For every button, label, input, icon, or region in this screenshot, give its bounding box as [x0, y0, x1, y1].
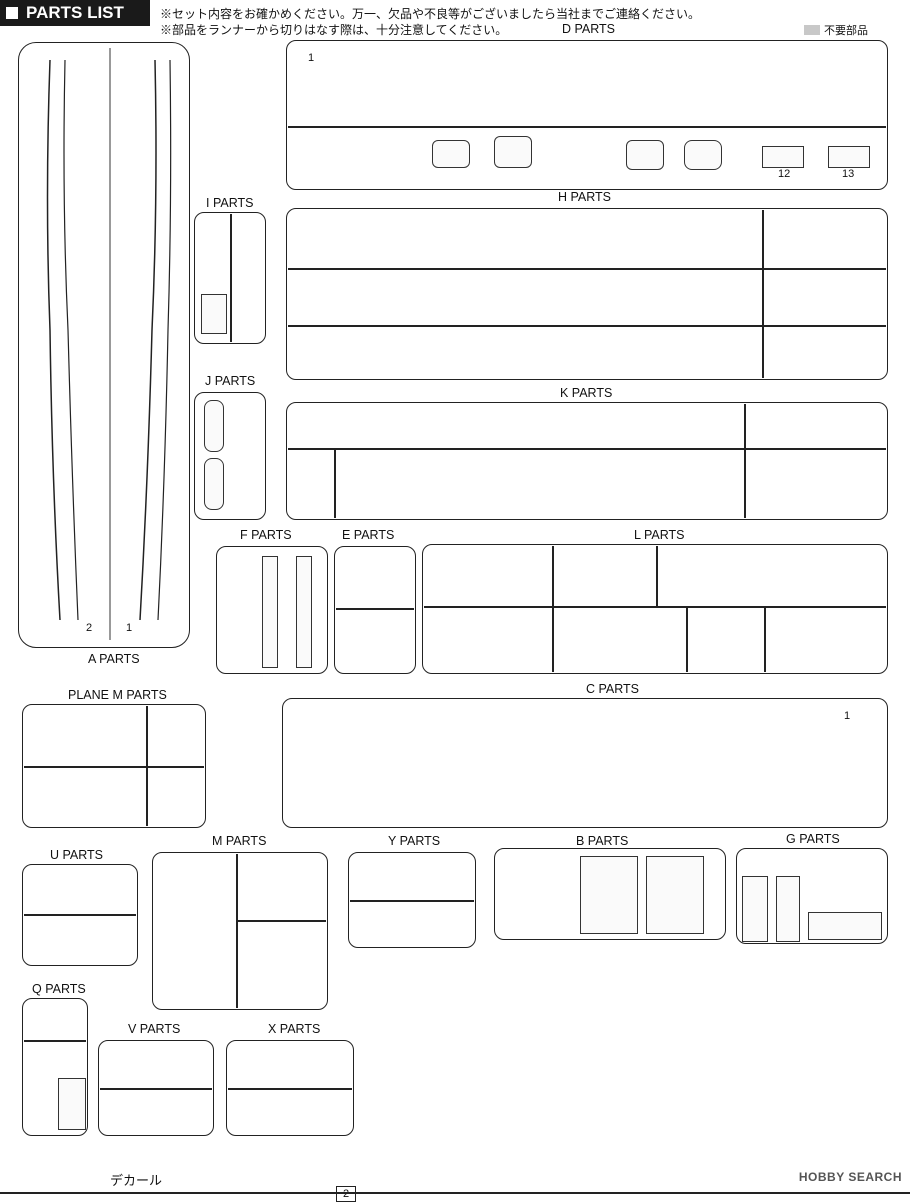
hobby-search-watermark: HOBBY SEARCH — [798, 1170, 902, 1184]
sprue-y-title: Y PARTS — [388, 834, 441, 848]
sprue-d-title: D PARTS — [562, 22, 616, 36]
sprue-q-title: Q PARTS — [32, 982, 86, 996]
sprue-g-title: G PARTS — [786, 832, 840, 846]
part-d12 — [762, 146, 804, 168]
sprue-k-title: K PARTS — [560, 386, 613, 400]
unneeded-parts-legend: 不要部品 — [804, 22, 868, 38]
sprue-l-title: L PARTS — [634, 528, 685, 542]
sprue-l — [422, 544, 888, 674]
part-d7 — [494, 136, 532, 168]
sprue-c — [282, 698, 888, 828]
sprue-e-title: E PARTS — [342, 528, 395, 542]
square-bullet-icon — [6, 7, 18, 19]
note-line-1: ※セット内容をお確かめください。万一、欠品や不良等がございましたら当社までご連絡… — [160, 7, 701, 21]
sprue-u-title: U PARTS — [50, 848, 104, 862]
sprue-e — [334, 546, 416, 674]
sprue-a-title: A PARTS — [88, 652, 140, 666]
sprue-b-title: B PARTS — [576, 834, 629, 848]
part-d6 — [432, 140, 470, 168]
sprue-plane-m-title: PLANE M PARTS — [68, 688, 167, 702]
decal-label: デカール — [110, 1173, 163, 1188]
sprue-h-title: H PARTS — [558, 190, 612, 204]
sprue-m — [152, 852, 328, 1010]
sprue-m-title: M PARTS — [212, 834, 267, 848]
part-d13 — [828, 146, 870, 168]
note-line-2: ※部品をランナーから切りはなす際は、十分注意してください。 — [160, 23, 508, 37]
sprue-q — [22, 998, 88, 1136]
bottom-divider — [0, 1192, 910, 1194]
sprue-c-title: C PARTS — [586, 682, 640, 696]
part-d11 — [684, 140, 722, 170]
sprue-i-title: I PARTS — [206, 196, 254, 210]
part-d10 — [626, 140, 664, 170]
parts-list-header: PARTS LIST — [0, 0, 150, 26]
sprue-x-title: X PARTS — [268, 1022, 321, 1036]
sprue-h — [286, 208, 888, 380]
gray-swatch-icon — [804, 25, 820, 35]
sprue-f-title: F PARTS — [240, 528, 292, 542]
sprue-v-title: V PARTS — [128, 1022, 181, 1036]
sprue-j-title: J PARTS — [205, 374, 256, 388]
sprue-k — [286, 402, 888, 520]
